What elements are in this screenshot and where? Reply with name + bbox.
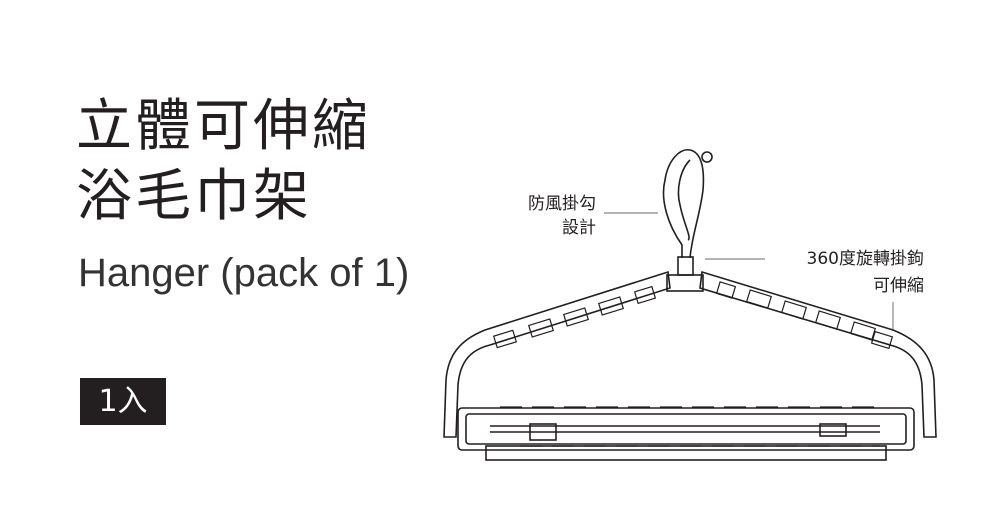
swivel-joint — [677, 256, 694, 276]
hanger-arms — [443, 270, 937, 438]
title-line-2: 浴毛巾架 — [76, 164, 312, 229]
callout-hook-line2: 設計 — [562, 218, 596, 238]
title-line-1: 立體可伸縮 — [76, 94, 371, 159]
towel-rack — [457, 406, 915, 461]
hook-icon — [662, 149, 713, 259]
callout-swivel: 360度旋轉掛鉤 — [806, 249, 924, 269]
callout-extend: 可伸縮 — [873, 276, 924, 296]
subtitle: Hanger (pack of 1) — [78, 251, 410, 295]
leader-lines — [604, 212, 894, 330]
callout-hook-line1: 防風掛勾 — [528, 194, 596, 214]
quantity-badge: 1入 — [80, 378, 166, 425]
